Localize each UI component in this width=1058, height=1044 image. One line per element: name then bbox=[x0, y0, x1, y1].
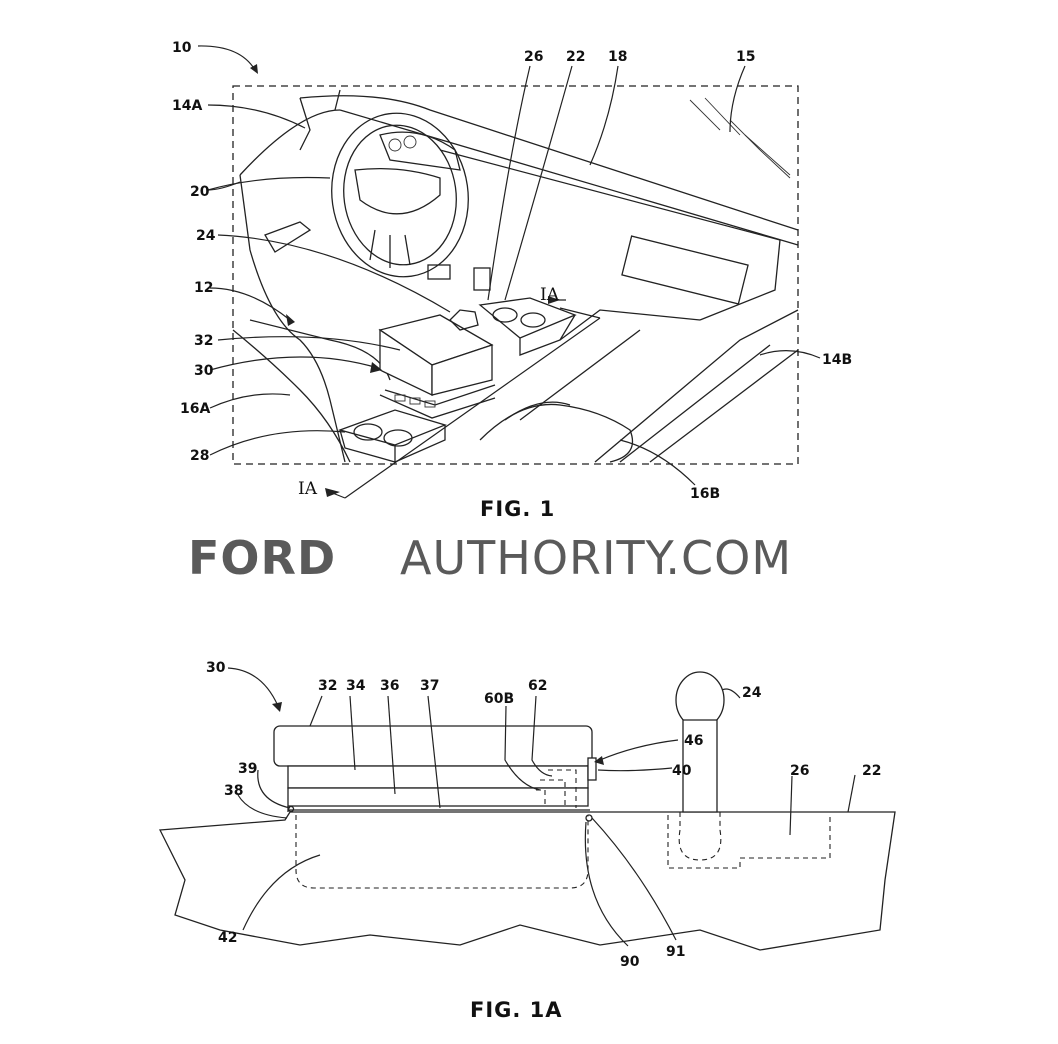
label-26: 26 bbox=[524, 49, 543, 65]
label-30: 30 bbox=[194, 363, 214, 379]
floor-section-outline bbox=[158, 811, 896, 951]
floor-line-2 bbox=[519, 329, 641, 421]
seat-16a-back bbox=[232, 329, 351, 463]
label-1a-26: 26 bbox=[790, 763, 809, 779]
label-section-ia-bottom: IA bbox=[298, 479, 318, 499]
fig1a-leader-lines bbox=[227, 667, 856, 947]
door-top-line bbox=[239, 109, 341, 176]
door-handle bbox=[264, 221, 312, 253]
door-panel-line bbox=[239, 174, 346, 463]
figure-1a: 30 32 34 36 37 60B 62 24 46 40 26 22 39 … bbox=[158, 660, 896, 1022]
label-section-ia-top: IA bbox=[540, 285, 560, 305]
label-1a-24: 24 bbox=[742, 685, 762, 701]
label-15: 15 bbox=[736, 49, 755, 65]
label-22: 22 bbox=[566, 49, 585, 65]
dash-face bbox=[439, 149, 781, 321]
label-12: 12 bbox=[194, 280, 213, 296]
a-pillar-left bbox=[299, 97, 311, 151]
fig1-caption: FIG. 1 bbox=[480, 497, 555, 521]
fig1-leader-lines bbox=[197, 45, 821, 486]
section-line-ia bbox=[344, 317, 601, 499]
cupholder-well-26 bbox=[667, 815, 831, 869]
floor-line-1 bbox=[559, 309, 701, 341]
dash-top-line bbox=[299, 95, 799, 231]
label-10: 10 bbox=[172, 40, 192, 56]
pedal-right bbox=[473, 267, 491, 291]
section-arrowhead-bottom bbox=[325, 488, 340, 497]
label-24: 24 bbox=[196, 228, 216, 244]
gauge-left bbox=[388, 138, 402, 152]
dash-display bbox=[621, 235, 749, 305]
section-arrowhead-top bbox=[548, 296, 560, 304]
label-1a-40: 40 bbox=[672, 763, 692, 779]
floor-line-4 bbox=[619, 344, 771, 463]
storage-bin-42 bbox=[295, 815, 589, 889]
dash-edge-line bbox=[339, 109, 799, 246]
label-1a-37: 37 bbox=[420, 678, 439, 694]
label-1a-39: 39 bbox=[238, 761, 257, 777]
floor-line-3 bbox=[594, 309, 799, 463]
label-1a-38: 38 bbox=[224, 783, 243, 799]
pivot-39 bbox=[287, 805, 295, 813]
label-1a-30: 30 bbox=[206, 660, 226, 676]
seat-16b bbox=[479, 403, 634, 463]
pivot-90 bbox=[585, 814, 593, 822]
shifter-24 bbox=[449, 309, 479, 331]
pedal-left bbox=[427, 264, 451, 280]
instrument-cluster bbox=[379, 131, 461, 171]
label-14b: 14B bbox=[822, 352, 852, 368]
label-1a-42: 42 bbox=[218, 930, 237, 946]
label-1a-36: 36 bbox=[380, 678, 399, 694]
fig1a-caption: FIG. 1A bbox=[470, 998, 563, 1022]
watermark-brand: FORD bbox=[188, 531, 336, 585]
figure-1: 10 14A 20 24 12 32 30 16A 28 26 22 18 15… bbox=[172, 40, 852, 521]
label-1a-60b: 60B bbox=[484, 691, 514, 707]
label-1a-90: 90 bbox=[620, 954, 640, 970]
label-14a: 14A bbox=[172, 98, 202, 114]
label-20: 20 bbox=[190, 184, 210, 200]
label-1a-34: 34 bbox=[346, 678, 366, 694]
gauge-right bbox=[403, 135, 417, 149]
label-28: 28 bbox=[190, 448, 209, 464]
center-console bbox=[337, 297, 577, 463]
windshield-hatch bbox=[689, 97, 791, 179]
fig1-dashed-frame bbox=[232, 85, 799, 465]
a-pillar-inner bbox=[334, 89, 341, 111]
label-32: 32 bbox=[194, 333, 213, 349]
label-1a-22: 22 bbox=[862, 763, 881, 779]
floor-line-5 bbox=[649, 349, 799, 463]
steering-wheel bbox=[331, 112, 469, 278]
label-18: 18 bbox=[608, 49, 627, 65]
watermark-domain: AUTHORITY.COM bbox=[400, 531, 792, 585]
label-1a-62: 62 bbox=[528, 678, 547, 694]
latch-40 bbox=[587, 757, 597, 781]
label-16a: 16A bbox=[180, 401, 210, 417]
mechanism-62 bbox=[548, 769, 577, 808]
watermark: FORD AUTHORITY.COM bbox=[188, 531, 792, 585]
shifter-24 bbox=[675, 671, 725, 861]
label-1a-91: 91 bbox=[666, 944, 685, 960]
label-16b: 16B bbox=[690, 486, 720, 502]
label-1a-32: 32 bbox=[318, 678, 337, 694]
seat-16b-top bbox=[504, 401, 571, 421]
label-1a-46: 46 bbox=[684, 733, 703, 749]
